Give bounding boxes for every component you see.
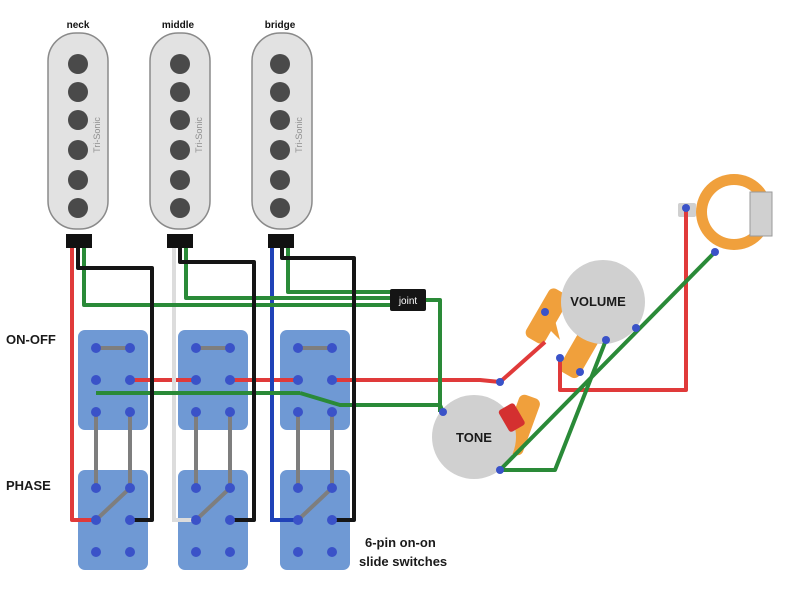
joint-label: joint (398, 296, 418, 307)
pickup-neck-label: neck (67, 20, 90, 31)
tone-label: TONE (456, 430, 492, 445)
pickup-bridge-label: bridge (265, 20, 296, 31)
on-off-label: ON-OFF (6, 332, 56, 347)
red-wires (70, 208, 688, 522)
pickup-bridge-pole-pieces (270, 54, 290, 218)
volume-pot: VOLUME (525, 260, 645, 379)
pickup-bridge: bridge Tri-Sonic (251, 20, 313, 248)
pickup-bridge-brand: Tri-Sonic (294, 117, 304, 153)
pickup-neck: neck Tri-Sonic (47, 20, 109, 248)
pickup-middle-brand: Tri-Sonic (194, 117, 204, 153)
lug-dots (91, 204, 719, 557)
phase-label: PHASE (6, 478, 51, 493)
joint-box: joint (390, 289, 426, 311)
pickup-neck-brand: Tri-Sonic (92, 117, 102, 153)
switch-on-off-bridge (280, 330, 350, 430)
switch-note-line-1: 6-pin on-on (365, 535, 436, 550)
pickup-middle-pole-pieces (170, 54, 190, 218)
switches (78, 330, 350, 570)
volume-label: VOLUME (570, 294, 626, 309)
pickup-middle: middle Tri-Sonic (149, 20, 211, 248)
switch-phase-neck (78, 470, 148, 570)
tone-capacitor (498, 403, 525, 432)
pickup-middle-label: middle (162, 20, 195, 31)
switch-on-off-middle (178, 330, 248, 430)
white-wire (172, 248, 196, 522)
tone-pot: TONE (432, 394, 540, 479)
black-wires (76, 248, 356, 522)
switch-on-off-neck (78, 330, 148, 430)
switch-note-line-2: slide switches (359, 554, 447, 569)
pickup-neck-pole-pieces (68, 54, 88, 218)
blue-wire (270, 248, 298, 522)
output-jack (678, 174, 773, 250)
switch-phase-bridge (280, 470, 350, 570)
green-wires (82, 248, 717, 472)
switch-phase-middle (178, 470, 248, 570)
switch-jumpers (94, 346, 334, 522)
